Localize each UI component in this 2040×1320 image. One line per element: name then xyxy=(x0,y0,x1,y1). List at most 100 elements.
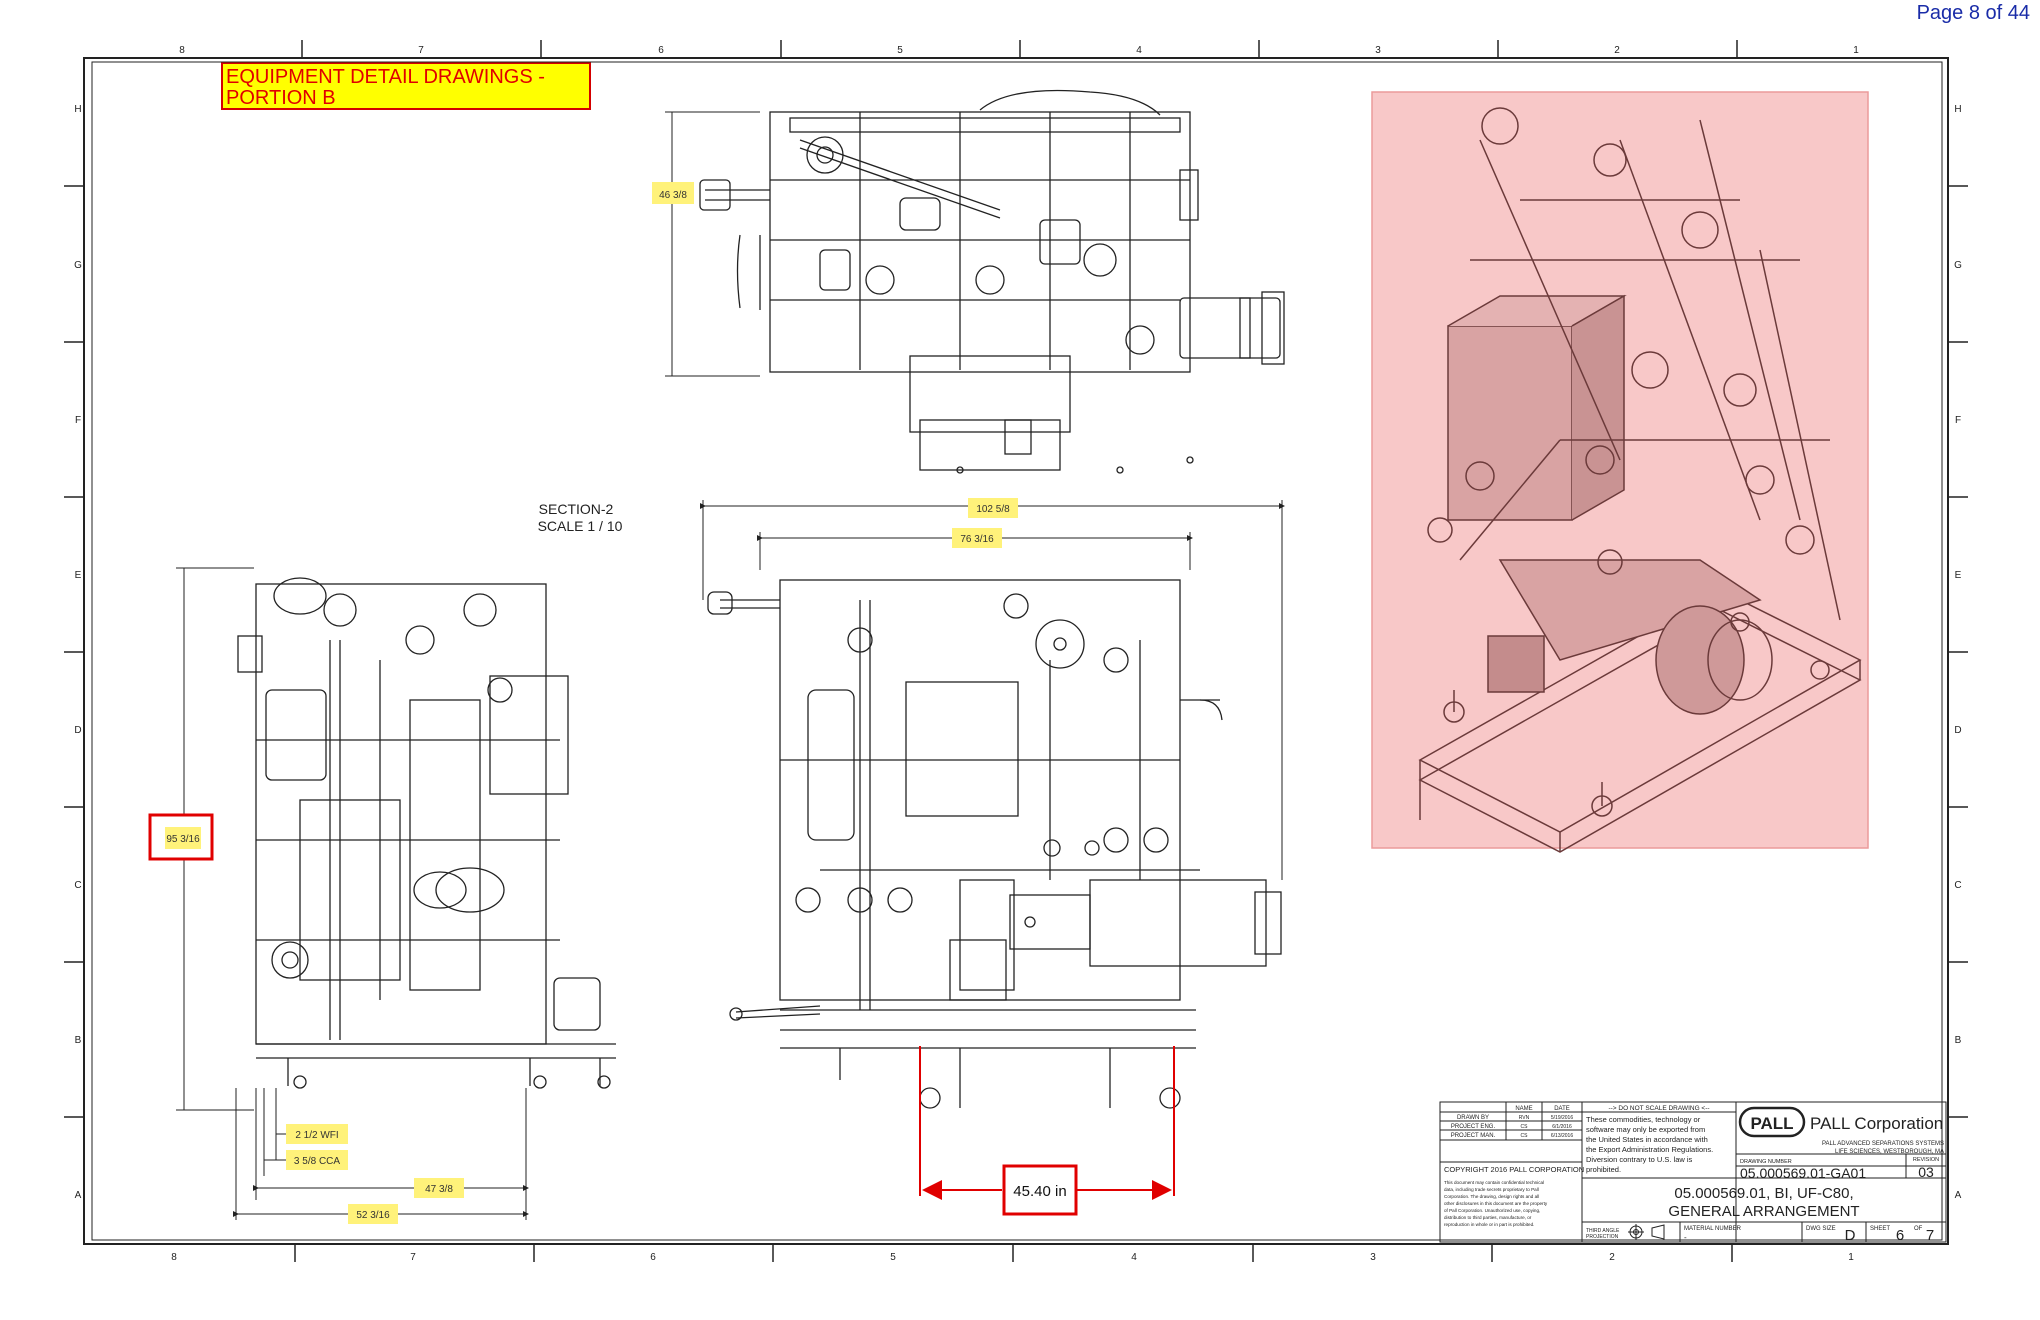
revision-label: REVISION xyxy=(1913,1157,1939,1163)
material-value: - xyxy=(1684,1233,1687,1242)
confidential-line: of Pall Corporation. Unauthorized use, c… xyxy=(1444,1208,1540,1213)
front-view xyxy=(707,579,1282,1109)
dim-top-height xyxy=(665,111,760,377)
row-label-right: D xyxy=(1954,725,1961,736)
section-title: SECTION-2 xyxy=(539,501,614,517)
confidential-line: reproduction in whole or in part is proh… xyxy=(1444,1222,1534,1227)
drawn-by-date: 5/19/2016 xyxy=(1551,1115,1573,1121)
col-label-top: 8 xyxy=(179,45,185,56)
row-label-left: A xyxy=(75,1190,82,1201)
row-label-left: B xyxy=(75,1035,82,1046)
title-block-text: NAME DATE DRAWN BY RVN 5/19/2016 PROJECT… xyxy=(1444,1105,1944,1244)
zone-ticks xyxy=(64,40,1968,1262)
row-label-right: G xyxy=(1954,260,1962,271)
caster-span-callout xyxy=(919,1046,1175,1200)
confidential-line: data, including trade secrets proprietar… xyxy=(1444,1187,1539,1192)
project-eng-label: PROJECT ENG. xyxy=(1451,1124,1496,1130)
description-line-1: 05.000569.01, BI, UF-C80, xyxy=(1674,1185,1853,1202)
col-label-top: 5 xyxy=(897,45,903,56)
confidential-line: distribution to third parties, manufactu… xyxy=(1444,1215,1532,1220)
hdr-name: NAME xyxy=(1515,1106,1532,1112)
zone-labels: 8 7 6 5 4 3 2 1 8 7 6 5 4 3 2 1 H G F E … xyxy=(74,45,1962,1263)
border-inner xyxy=(91,61,1943,1241)
col-label-bottom: 8 xyxy=(171,1252,177,1263)
hdr-date: DATE xyxy=(1554,1106,1570,1112)
projection-symbol-icon xyxy=(1628,1224,1665,1240)
callout-caster-span xyxy=(1002,1164,1078,1216)
dim-label-side-depth: 47 3/8 xyxy=(425,1184,453,1195)
row-label-left: F xyxy=(75,415,81,426)
col-label-bottom: 1 xyxy=(1848,1252,1854,1263)
revision: 03 xyxy=(1918,1164,1934,1180)
row-label-left: D xyxy=(74,725,81,736)
hl-side-overall xyxy=(348,1204,398,1224)
dwg-size-label: DWG SIZE xyxy=(1806,1226,1836,1232)
top-view xyxy=(699,89,1285,474)
border-outer xyxy=(83,57,1949,1245)
hl-top-height xyxy=(652,182,694,204)
col-label-top: 7 xyxy=(418,45,424,56)
row-label-right: F xyxy=(1955,415,1961,426)
section-scale: SCALE 1 / 10 xyxy=(538,518,623,534)
of-label: OF xyxy=(1914,1226,1923,1232)
project-eng-name: CS xyxy=(1521,1124,1529,1130)
front-dims xyxy=(700,500,1285,880)
side-view xyxy=(237,577,616,1089)
project-man-date: 6/13/2016 xyxy=(1551,1133,1573,1139)
isometric-view xyxy=(1418,107,1862,853)
col-label-top: 6 xyxy=(658,45,664,56)
row-label-right: A xyxy=(1955,1190,1962,1201)
drawing-number: 05.000569.01-GA01 xyxy=(1740,1165,1866,1181)
page-number: Page 8 of 44 xyxy=(1916,2,2030,24)
sheet-label: SHEET xyxy=(1870,1226,1890,1232)
export-line: the Export Administration Regulations. xyxy=(1586,1145,1713,1154)
row-label-right: B xyxy=(1955,1035,1962,1046)
title-block xyxy=(1439,1101,1947,1243)
division-line-1: PALL ADVANCED SEPARATIONS SYSTEMS xyxy=(1822,1141,1944,1147)
dim-label-top-height: 46 3/8 xyxy=(659,190,687,201)
sheet-number: 6 xyxy=(1896,1227,1904,1244)
hl-wfi xyxy=(286,1124,348,1144)
col-label-bottom: 5 xyxy=(890,1252,896,1263)
row-label-left: E xyxy=(75,570,82,581)
row-label-left: H xyxy=(74,104,81,115)
project-man-name: CS xyxy=(1521,1133,1529,1139)
hl-side-height xyxy=(165,827,201,849)
sheet-total: 7 xyxy=(1926,1227,1934,1244)
row-label-left: C xyxy=(74,880,81,891)
description-line-2: GENERAL ARRANGEMENT xyxy=(1668,1203,1859,1220)
row-label-right: C xyxy=(1954,880,1961,891)
export-line: software may only be exported from xyxy=(1586,1125,1705,1134)
dim-label-wfi: 2 1/2 WFI xyxy=(295,1130,338,1141)
division-line-2: LIFE SCIENCES, WESTBOROUGH, MA xyxy=(1835,1149,1944,1155)
export-line: These commodities, technology or xyxy=(1586,1115,1701,1124)
drawing-number-label: DRAWING NUMBER xyxy=(1740,1159,1792,1165)
material-label: MATERIAL NUMBER xyxy=(1684,1226,1742,1232)
hl-frame-width xyxy=(952,528,1002,548)
section-banner: EQUIPMENT DETAIL DRAWINGS - PORTION B xyxy=(221,62,591,110)
col-label-top: 2 xyxy=(1614,45,1620,56)
dim-label-side-height: 95 3/16 xyxy=(166,834,200,845)
row-label-right: H xyxy=(1954,104,1961,115)
banner-line-1: EQUIPMENT DETAIL DRAWINGS - xyxy=(226,66,545,88)
copyright: COPYRIGHT 2016 PALL CORPORATION xyxy=(1444,1165,1584,1174)
col-label-top: 1 xyxy=(1853,45,1859,56)
dim-label-side-overall: 52 3/16 xyxy=(356,1210,390,1221)
export-line: the United States in accordance with xyxy=(1586,1135,1708,1144)
col-label-bottom: 4 xyxy=(1131,1252,1137,1263)
project-eng-date: 6/1/2016 xyxy=(1552,1124,1572,1130)
confidential-line: other disclosures in this document are t… xyxy=(1444,1201,1548,1206)
col-label-bottom: 6 xyxy=(650,1252,656,1263)
confidential-line: This document may contain confidential t… xyxy=(1444,1180,1544,1185)
drawn-by-name: RVN xyxy=(1519,1115,1530,1121)
col-label-top: 3 xyxy=(1375,45,1381,56)
scale-note: --> DO NOT SCALE DRAWING <-- xyxy=(1608,1105,1709,1112)
projection-line-1: THIRD ANGLE xyxy=(1586,1228,1620,1234)
pall-logo: PALL xyxy=(1750,1114,1793,1133)
projection-line-2: PROJECTION xyxy=(1586,1234,1619,1240)
dim-side xyxy=(176,567,529,1220)
hl-side-depth xyxy=(414,1178,464,1198)
drawn-by-label: DRAWN BY xyxy=(1457,1115,1489,1121)
col-label-bottom: 3 xyxy=(1370,1252,1376,1263)
project-man-label: PROJECT MAN. xyxy=(1451,1133,1496,1139)
